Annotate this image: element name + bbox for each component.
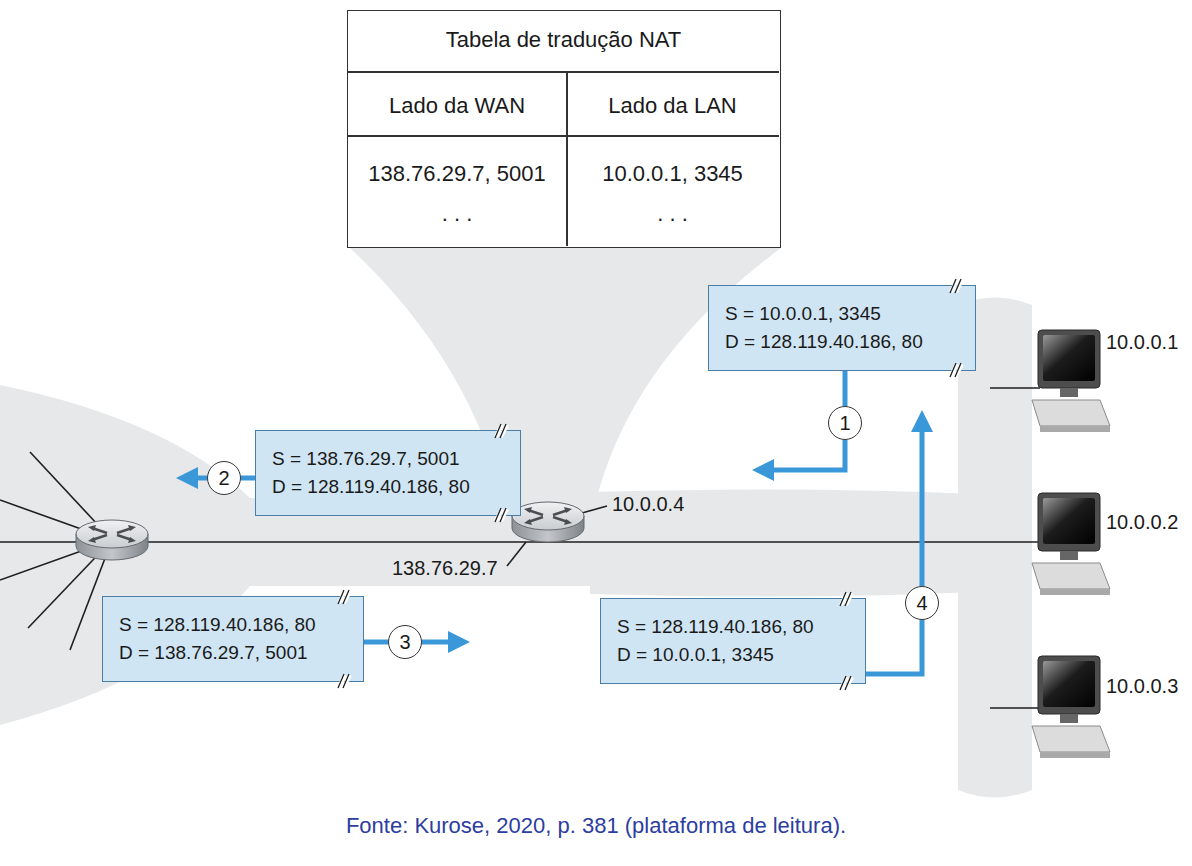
table-rule: [348, 71, 779, 73]
break-mark-line: [495, 424, 506, 438]
table-cell: 138.76.29.7, 5001: [348, 161, 566, 187]
packet-address: D = 10.0.0.1, 3345: [617, 641, 774, 669]
break-mark: [837, 590, 855, 608]
router-icon: [76, 520, 148, 560]
break-mark-line: [840, 676, 851, 690]
callout-number-text: 2: [218, 468, 229, 488]
table-rule: [566, 71, 568, 246]
flow-arrow: [364, 640, 388, 645]
packet-box: S = 10.0.0.1, 3345D = 128.119.40.186, 80: [708, 285, 976, 371]
break-mark: [837, 674, 855, 692]
callout-number: 2: [207, 461, 241, 495]
host-computer: [1032, 493, 1110, 595]
packet-address: S = 128.119.40.186, 80: [617, 613, 814, 641]
break-mark: [492, 422, 510, 440]
lan-region: [958, 298, 1032, 798]
break-mark-gap: [951, 280, 962, 292]
table-cell: . . .: [566, 201, 779, 227]
break-mark-gap: [841, 677, 852, 689]
callout-number-text: 4: [916, 593, 927, 613]
table-header: Lado da WAN: [348, 93, 566, 119]
break-mark-gap: [496, 509, 507, 521]
break-mark-gap: [841, 593, 852, 605]
table-header: Lado da LAN: [566, 93, 779, 119]
table-rule: [348, 135, 779, 137]
packet-address: S = 10.0.0.1, 3345: [725, 300, 881, 328]
wan-region: [0, 385, 600, 725]
packet-address: S = 138.76.29.7, 5001: [272, 445, 460, 473]
nat-table: Tabela de tradução NAT Lado da WANLado da…: [347, 10, 781, 248]
address-label: 10.0.0.2: [1106, 510, 1178, 534]
break-mark-line: [950, 363, 961, 377]
lan-region: [590, 489, 975, 596]
host-computer: [1032, 656, 1110, 758]
break-mark-line: [495, 508, 506, 522]
packet-box: S = 138.76.29.7, 5001D = 128.119.40.186,…: [255, 430, 521, 516]
packet-box: S = 128.119.40.186, 80D = 138.76.29.7, 5…: [102, 596, 364, 682]
break-mark-gap: [496, 425, 507, 437]
network-wire: [0, 388, 1040, 708]
break-mark: [335, 672, 353, 690]
source-caption: Fonte: Kurose, 2020, p. 381 (plataforma …: [0, 812, 1192, 840]
break-mark: [335, 588, 353, 606]
flow-arrow: [866, 620, 922, 674]
table-cell: 10.0.0.1, 3345: [566, 161, 779, 187]
packet-address: D = 128.119.40.186, 80: [725, 328, 923, 356]
callout-number: 4: [905, 586, 939, 620]
packet-address: S = 128.119.40.186, 80: [119, 611, 316, 639]
address-label: 10.0.0.1: [1106, 330, 1178, 354]
flow-arrow: [241, 476, 255, 481]
break-mark: [947, 277, 965, 295]
break-mark-gap: [951, 364, 962, 376]
flow-arrow: [843, 371, 848, 406]
callout-number-text: 1: [839, 413, 850, 433]
host-computer: [1032, 330, 1110, 432]
router-icon: [512, 502, 584, 542]
break-mark-gap: [339, 591, 350, 603]
break-mark-line: [338, 674, 349, 688]
address-label: 138.76.29.7: [392, 556, 498, 580]
break-mark: [492, 506, 510, 524]
address-label: 10.0.0.3: [1106, 674, 1178, 698]
break-mark-gap: [339, 675, 350, 687]
callout-number-text: 3: [399, 632, 410, 652]
break-mark-line: [950, 279, 961, 293]
packet-address: D = 138.76.29.7, 5001: [119, 639, 308, 667]
table-cell: . . .: [348, 201, 566, 227]
callout-number: 1: [828, 406, 862, 440]
table-title: Tabela de tradução NAT: [348, 27, 779, 53]
break-mark: [947, 361, 965, 379]
break-mark-line: [840, 592, 851, 606]
address-label: 10.0.0.4: [612, 492, 684, 516]
packet-box: S = 128.119.40.186, 80D = 10.0.0.1, 3345: [600, 598, 866, 684]
break-mark-line: [338, 590, 349, 604]
callout-number: 3: [388, 625, 422, 659]
packet-address: D = 128.119.40.186, 80: [272, 473, 470, 501]
